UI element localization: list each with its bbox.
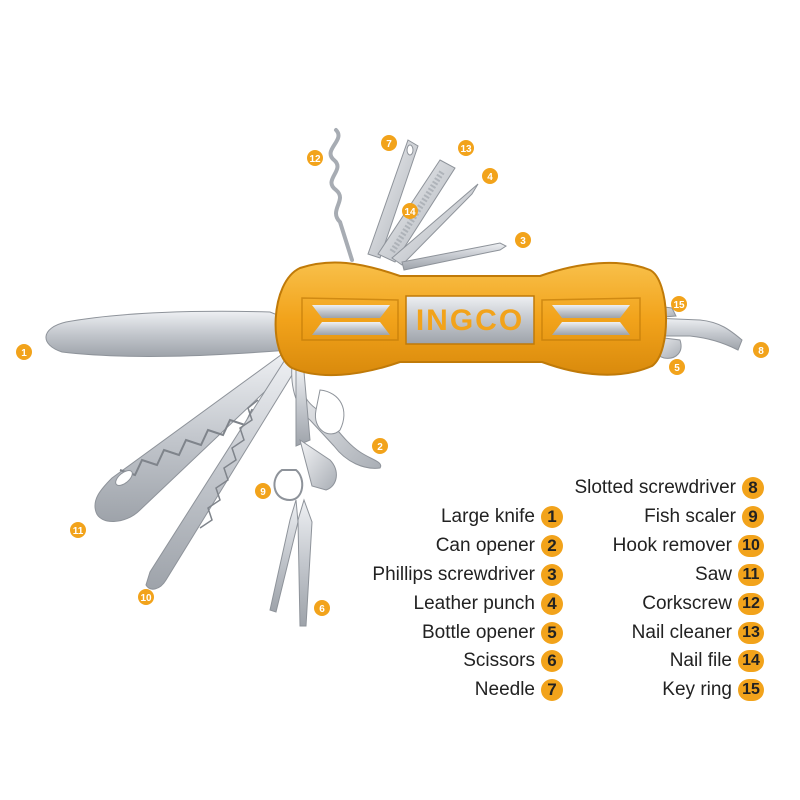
legend-item-nail-cleaner: Nail cleaner 13 xyxy=(632,621,764,645)
legend-label: Corkscrew xyxy=(642,593,732,614)
legend-label: Can opener xyxy=(435,535,535,556)
callout-12: 12 xyxy=(307,150,323,166)
callout-11: 11 xyxy=(70,522,86,538)
callout-8: 8 xyxy=(753,342,769,358)
callout-14: 14 xyxy=(402,203,418,219)
callout-3: 3 xyxy=(515,232,531,248)
legend-number-badge: 5 xyxy=(541,622,563,644)
legend-number-badge: 8 xyxy=(742,477,764,499)
legend-item-slotted-screwdriver: Slotted screwdriver 8 xyxy=(574,476,764,500)
svg-text:4: 4 xyxy=(487,172,493,183)
callout-7: 7 xyxy=(381,135,397,151)
legend-number-badge: 12 xyxy=(738,593,764,615)
legend-label: Needle xyxy=(474,679,535,700)
legend-item-large-knife: Large knife 1 xyxy=(441,505,563,529)
legend-item-corkscrew: Corkscrew 12 xyxy=(642,592,764,616)
brand-logo: INGCO xyxy=(416,304,524,337)
svg-text:10: 10 xyxy=(140,593,152,604)
legend-number-badge: 9 xyxy=(742,506,764,528)
legend-item-can-opener: Can opener 2 xyxy=(436,534,563,558)
corkscrew-tool xyxy=(328,128,354,262)
legend-number-badge: 2 xyxy=(541,535,563,557)
legend-number-badge: 13 xyxy=(738,622,764,644)
legend-label: Hook remover xyxy=(612,535,732,556)
legend-item-scissors: Scissors 6 xyxy=(463,649,563,673)
callout-5: 5 xyxy=(669,359,685,375)
legend-label: Saw xyxy=(695,564,732,585)
legend-item-bottle-opener: Bottle opener 5 xyxy=(422,621,563,645)
svg-text:6: 6 xyxy=(319,604,325,615)
svg-text:3: 3 xyxy=(520,236,526,247)
legend-item-key-ring: Key ring 15 xyxy=(662,678,764,702)
legend-label: Slotted screwdriver xyxy=(574,477,736,498)
callout-2: 2 xyxy=(372,438,388,454)
legend-number-badge: 3 xyxy=(541,564,563,586)
svg-text:13: 13 xyxy=(460,144,472,155)
legend-item-needle: Needle 7 xyxy=(475,678,563,702)
legend-number-badge: 6 xyxy=(541,650,563,672)
svg-text:5: 5 xyxy=(674,363,680,374)
saw-blade xyxy=(94,351,297,522)
scissors-tool xyxy=(269,367,337,627)
legend-number-badge: 14 xyxy=(738,650,764,672)
svg-text:1: 1 xyxy=(21,348,27,359)
legend-item-phillips-screwdriver: Phillips screwdriver 3 xyxy=(372,563,563,587)
svg-text:2: 2 xyxy=(377,442,383,453)
legend-item-hook-remover: Hook remover 10 xyxy=(613,534,764,558)
legend-label: Nail cleaner xyxy=(631,622,732,643)
legend-number-badge: 11 xyxy=(738,564,764,586)
legend-label: Leather punch xyxy=(413,593,536,614)
svg-text:8: 8 xyxy=(758,346,764,357)
handle: INGCO xyxy=(274,261,668,377)
phillips-screwdriver-tool xyxy=(401,242,507,271)
callout-6: 6 xyxy=(314,600,330,616)
legend-item-fish-scaler: Fish scaler 9 xyxy=(644,505,764,529)
callout-10: 10 xyxy=(138,589,154,605)
legend-number-badge: 10 xyxy=(738,535,764,557)
legend-label: Key ring xyxy=(662,679,732,700)
legend-number-badge: 7 xyxy=(541,679,563,701)
callout-4: 4 xyxy=(482,168,498,184)
svg-text:9: 9 xyxy=(260,487,266,498)
callout-15: 15 xyxy=(671,296,687,312)
legend-item-nail-file: Nail file 14 xyxy=(670,649,764,673)
legend-number-badge: 4 xyxy=(541,593,563,615)
legend-item-saw: Saw 11 xyxy=(695,563,764,587)
legend-label: Nail file xyxy=(669,650,732,671)
legend-label: Large knife xyxy=(440,506,535,527)
callout-1: 1 xyxy=(16,344,32,360)
legend-number-badge: 15 xyxy=(738,679,764,701)
callout-13: 13 xyxy=(458,140,474,156)
needle-tool xyxy=(367,139,419,259)
leather-punch-tool xyxy=(391,183,479,266)
legend-label: Phillips screwdriver xyxy=(372,564,535,585)
legend-label: Scissors xyxy=(463,650,535,671)
svg-text:11: 11 xyxy=(73,526,84,537)
slotted-screwdriver-tool xyxy=(651,317,743,351)
legend-number-badge: 1 xyxy=(541,506,563,528)
svg-text:15: 15 xyxy=(673,300,685,311)
legend-label: Bottle opener xyxy=(421,622,535,643)
svg-text:12: 12 xyxy=(309,154,321,165)
hook-remover-blade xyxy=(145,354,301,590)
large-knife-blade xyxy=(45,310,291,357)
callout-9: 9 xyxy=(255,483,271,499)
svg-text:14: 14 xyxy=(404,207,416,218)
legend-label: Fish scaler xyxy=(644,506,736,527)
svg-text:7: 7 xyxy=(386,139,392,150)
